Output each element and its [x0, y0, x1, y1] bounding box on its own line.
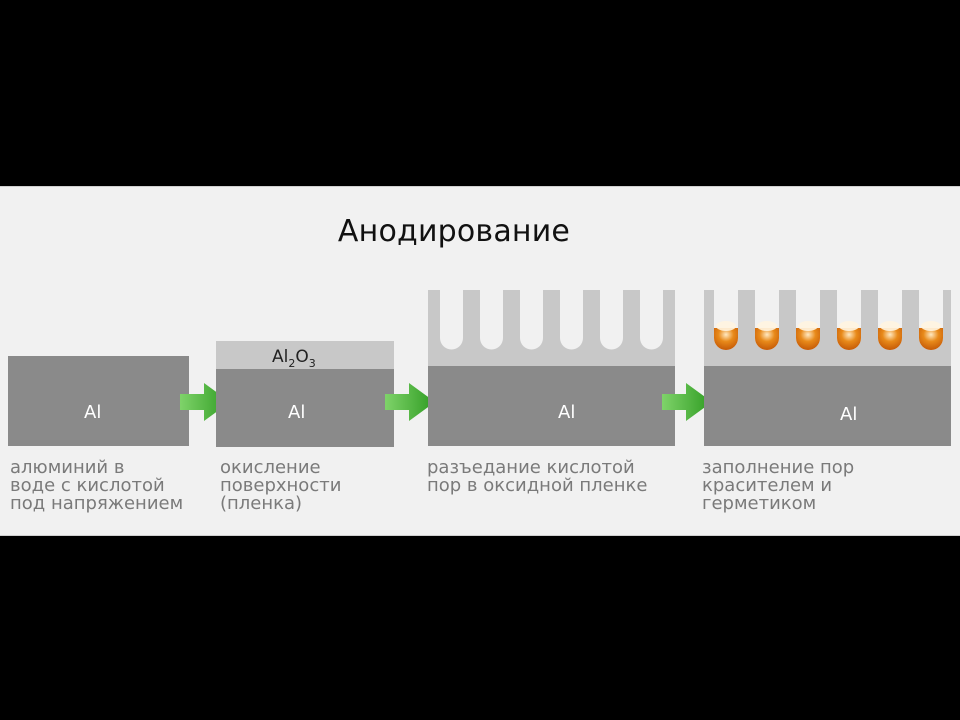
stage-2-al-label: Al [288, 402, 305, 423]
caption-line: пор в оксидной пленке [427, 475, 648, 496]
arrow-2-icon [385, 383, 435, 421]
caption-line: герметиком [702, 493, 817, 514]
stage-4-caption: заполнение пор красителем и герметиком [702, 459, 854, 513]
stage-2-caption: окисление поверхности (пленка) [220, 459, 341, 513]
stage-1-al-label: Al [84, 402, 101, 423]
stage-2-oxidized-block: Al2O3 Al [216, 341, 394, 447]
caption-line: под напряжением [10, 493, 184, 514]
oxide-formula-label: Al2O3 [272, 347, 316, 370]
stage-3-al-label: Al [558, 402, 575, 423]
caption-line: воде с кислотой [10, 475, 165, 496]
caption-line: красителем и [702, 475, 833, 496]
dye-filled-pores [714, 321, 943, 350]
arrow-1-icon [180, 383, 230, 421]
caption-line: окисление [220, 457, 321, 478]
caption-line: алюминий в [10, 457, 125, 478]
stage-4-sealed-block: Al [704, 290, 951, 446]
stage-3-caption: разъедание кислотой пор в оксидной пленк… [427, 459, 647, 495]
caption-line: поверхности [220, 475, 342, 496]
diagram-title: Анодирование [337, 214, 571, 249]
arrow-3-icon [662, 383, 712, 421]
stage-1-caption: алюминий в воде с кислотой под напряжени… [10, 459, 183, 513]
caption-line: заполнение пор [702, 457, 855, 478]
caption-line: (пленка) [220, 493, 303, 514]
stage-3-porous-block: Al [428, 290, 675, 446]
stage-1-aluminum-block: Al [8, 356, 189, 446]
stage-4-al-label: Al [840, 404, 857, 425]
caption-line: разъедание кислотой [427, 457, 635, 478]
